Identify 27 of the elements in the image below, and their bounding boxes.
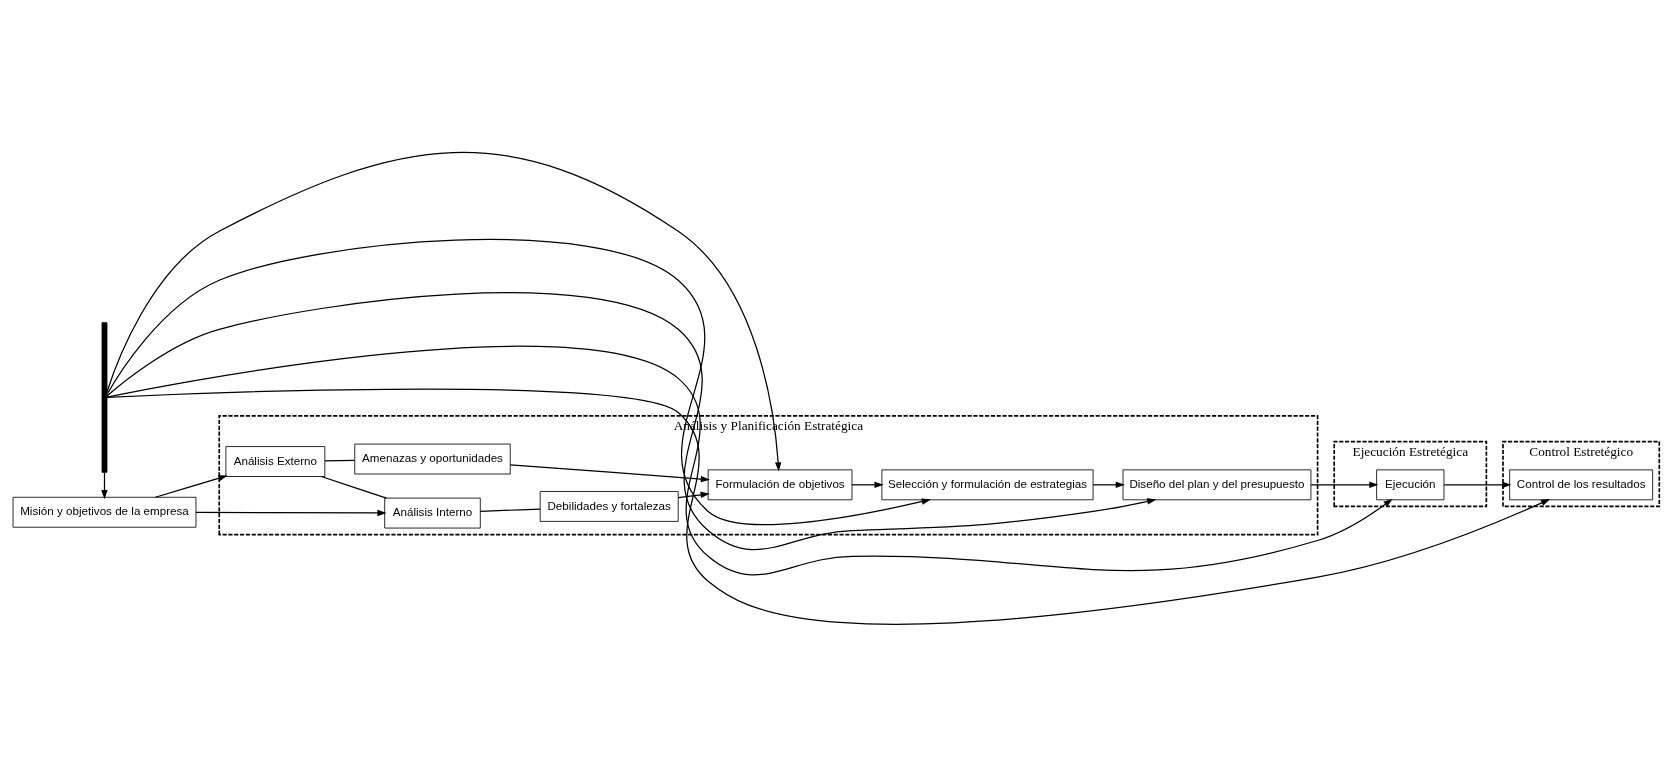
node-box: Selección y formulación de estrategias <box>881 468 1094 500</box>
connector <box>324 459 356 461</box>
arrow <box>1092 481 1125 488</box>
arrow <box>106 388 1551 625</box>
node-box: Debilidades y fortalezas <box>539 490 679 522</box>
arrow <box>195 509 387 516</box>
arrow <box>1310 481 1379 488</box>
arrow <box>851 481 884 488</box>
node-box: Análisis Externo <box>225 445 326 477</box>
arrow <box>1443 481 1512 488</box>
connector <box>320 475 387 499</box>
node-bar <box>101 321 108 473</box>
node-box: Diseño del plan y del presupuesto <box>1122 468 1312 500</box>
arrow <box>677 491 710 498</box>
arrow <box>154 474 228 498</box>
node-box: Amenazas y oportunidades <box>354 443 511 474</box>
arrow <box>106 345 1393 576</box>
node-box: Análisis Interno <box>384 497 481 528</box>
node-box: Control de los resultados <box>1509 468 1654 500</box>
arrow <box>509 463 710 482</box>
connector <box>479 507 541 512</box>
arrow <box>106 238 931 525</box>
node-box: Formulación de objetivos <box>707 468 853 500</box>
node-box: Ejecución <box>1376 468 1445 500</box>
arrow <box>106 151 782 471</box>
arrow <box>106 291 1157 550</box>
node-box: Misión y objetivos de la empresa <box>12 496 197 528</box>
